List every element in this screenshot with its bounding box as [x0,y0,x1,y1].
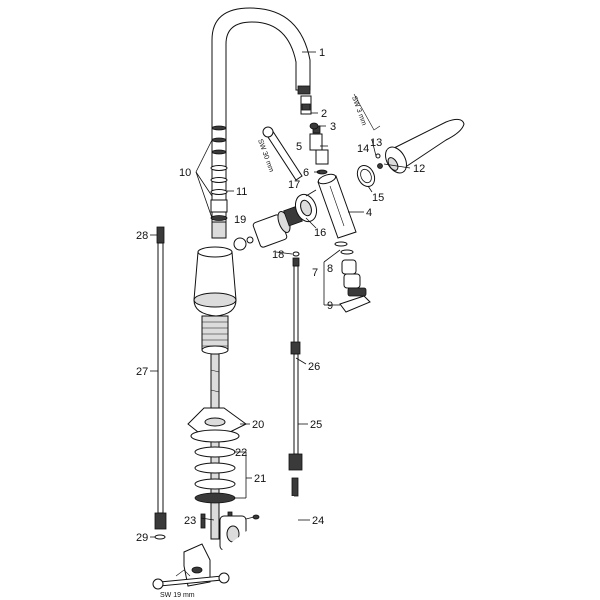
callout-18: 18 [272,249,284,261]
supply-hose-27 [154,226,167,540]
callout-12: 12 [413,163,425,175]
callout-29: 29 [136,532,148,544]
callout-2: 2 [321,108,327,120]
screw-13-14 [375,153,383,169]
small-part-18 [292,251,300,257]
spout-seal-rings [210,125,228,239]
spout-part [211,7,311,233]
aerator-parts-2-3 [300,95,319,130]
callout-26: 26 [308,361,320,373]
callout-21: 21 [254,473,266,485]
mounting-bracket-20 [187,407,247,443]
callout-4: 4 [366,207,372,219]
handle-sleeve-4 [317,173,357,239]
clip-9 [339,295,371,313]
valve-parts-7-8 [334,241,367,297]
callout-22: 22 [235,447,247,459]
handle-inner-parts [309,125,329,175]
callout-9: 9 [327,300,333,312]
callout-17: 17 [288,179,300,191]
tool-spec-label: SW 3 mm [350,95,367,126]
callout-28: 28 [136,230,148,242]
tool-spec-label: SW 19 mm [160,592,195,599]
callout-16: 16 [314,227,326,239]
lower-nut [183,543,211,587]
wrench-19-tool: SW 19 mm [152,569,230,599]
callout-13: 13 [370,137,382,149]
pullout-hose-25 [288,257,303,497]
callout-10: 10 [179,167,191,179]
callout-14: 14 [357,143,369,155]
callout-1: 1 [319,47,325,59]
callout-15: 15 [372,192,384,204]
callout-25: 25 [310,419,322,431]
leader-lines [150,51,411,538]
callout-3: 3 [330,121,336,133]
callout-8: 8 [327,263,333,275]
faucet-body [193,246,237,355]
callout-11: 11 [236,186,247,198]
washers-22 [194,446,236,504]
spray-head-12 [385,118,465,174]
callout-27: 27 [136,366,148,378]
callout-5: 5 [296,141,302,153]
callout-20: 20 [252,419,264,431]
wrench-30-tool: SW 30 mm [256,126,303,181]
callout-23: 23 [184,515,196,527]
cartridge-19 [233,205,303,251]
ring-15 [356,164,376,188]
callout-7: 7 [312,267,318,279]
hex-key-tool: SW 3 mm [350,93,381,131]
callout-labels: 1 2 3 4 5 6 7 8 9 10 11 12 13 14 15 16 1… [136,47,425,544]
callout-19: 19 [234,214,246,226]
callout-24: 24 [312,515,324,527]
bonnet-nut-16 [294,193,318,223]
callout-6: 6 [303,167,309,179]
